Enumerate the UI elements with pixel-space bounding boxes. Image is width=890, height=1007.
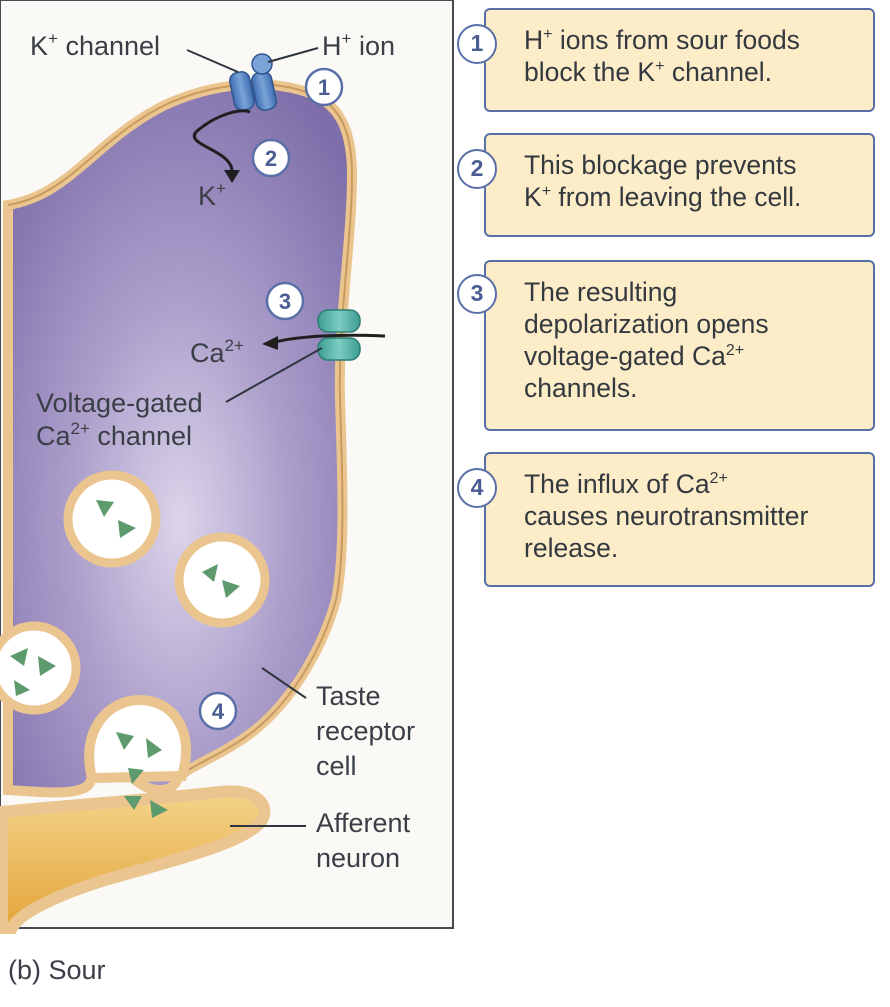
h-ion-leader <box>267 47 319 63</box>
ca-ion-label: Ca2+ <box>190 336 244 368</box>
k-channel <box>229 53 277 111</box>
figure-caption: (b) Sour <box>8 955 106 986</box>
ca-channel-leader <box>225 347 323 403</box>
svg-text:1: 1 <box>318 75 330 100</box>
step-box-1: H+ ions from sour foods block the K+ cha… <box>484 8 875 112</box>
afferent-label-line1: Afferent <box>316 808 411 838</box>
h-ion-particle <box>251 53 273 75</box>
step-text-3: The resulting depolarization opens volta… <box>524 277 769 403</box>
afferent-label-line2: neuron <box>316 843 400 873</box>
diagram-marker-2: 2 <box>251 138 291 178</box>
svg-text:2: 2 <box>265 146 277 171</box>
step-number-2: 2 <box>457 149 497 189</box>
ca-channel <box>317 309 361 361</box>
diagram-marker-4: 4 <box>198 691 238 731</box>
afferent-neuron <box>0 785 271 934</box>
taste-cell-label-line1: Taste <box>316 681 381 711</box>
caption-prefix: (b) <box>8 955 41 985</box>
k-efflux-arrow <box>195 109 251 134</box>
k-arrowhead <box>224 170 240 183</box>
step-text-4: The influx of Ca2+ causes neurotransmitt… <box>524 469 809 563</box>
step-box-4: The influx of Ca2+ causes neurotransmitt… <box>484 452 875 587</box>
svg-text:3: 3 <box>279 289 291 314</box>
k-channel-leader <box>186 49 239 73</box>
k-ion-label: K+ <box>198 179 226 211</box>
step-number-1: 1 <box>457 24 497 64</box>
diagram-marker-3: 3 <box>265 281 305 321</box>
taste-cell-label-line3: cell <box>316 751 357 781</box>
taste-cell-leader <box>261 667 307 699</box>
step-box-3: The resulting depolarization opens volta… <box>484 260 875 431</box>
cell-membrane-edge <box>7 83 354 779</box>
step-number-3: 3 <box>457 274 497 314</box>
ca-channel-label-line1: Voltage-gated <box>36 388 203 418</box>
vesicle <box>174 532 270 628</box>
caption-text: Sour <box>48 955 106 985</box>
step-box-2: This blockage prevents K+ from leaving t… <box>484 133 875 237</box>
neurotransmitter-particles <box>116 732 168 818</box>
vesicle <box>63 470 161 568</box>
svg-text:4: 4 <box>212 699 225 724</box>
vesicle <box>0 621 81 715</box>
taste-cell-label-line2: receptor <box>316 716 415 746</box>
step-number-4: 4 <box>457 468 497 508</box>
ca-arrowhead <box>262 336 278 350</box>
ca-influx-arrow <box>274 333 386 344</box>
h-ion-label: H+ ion <box>322 29 395 61</box>
diagram-marker-1: 1 <box>304 67 344 107</box>
ca-channel-label-line2: Ca2+ channel <box>36 419 192 451</box>
k-channel-label: K+ channel <box>30 29 160 61</box>
step-text-2: This blockage prevents K+ from leaving t… <box>524 150 802 212</box>
step-text-1: H+ ions from sour foods block the K+ cha… <box>524 25 800 87</box>
exocytosis-pocket <box>84 694 192 784</box>
